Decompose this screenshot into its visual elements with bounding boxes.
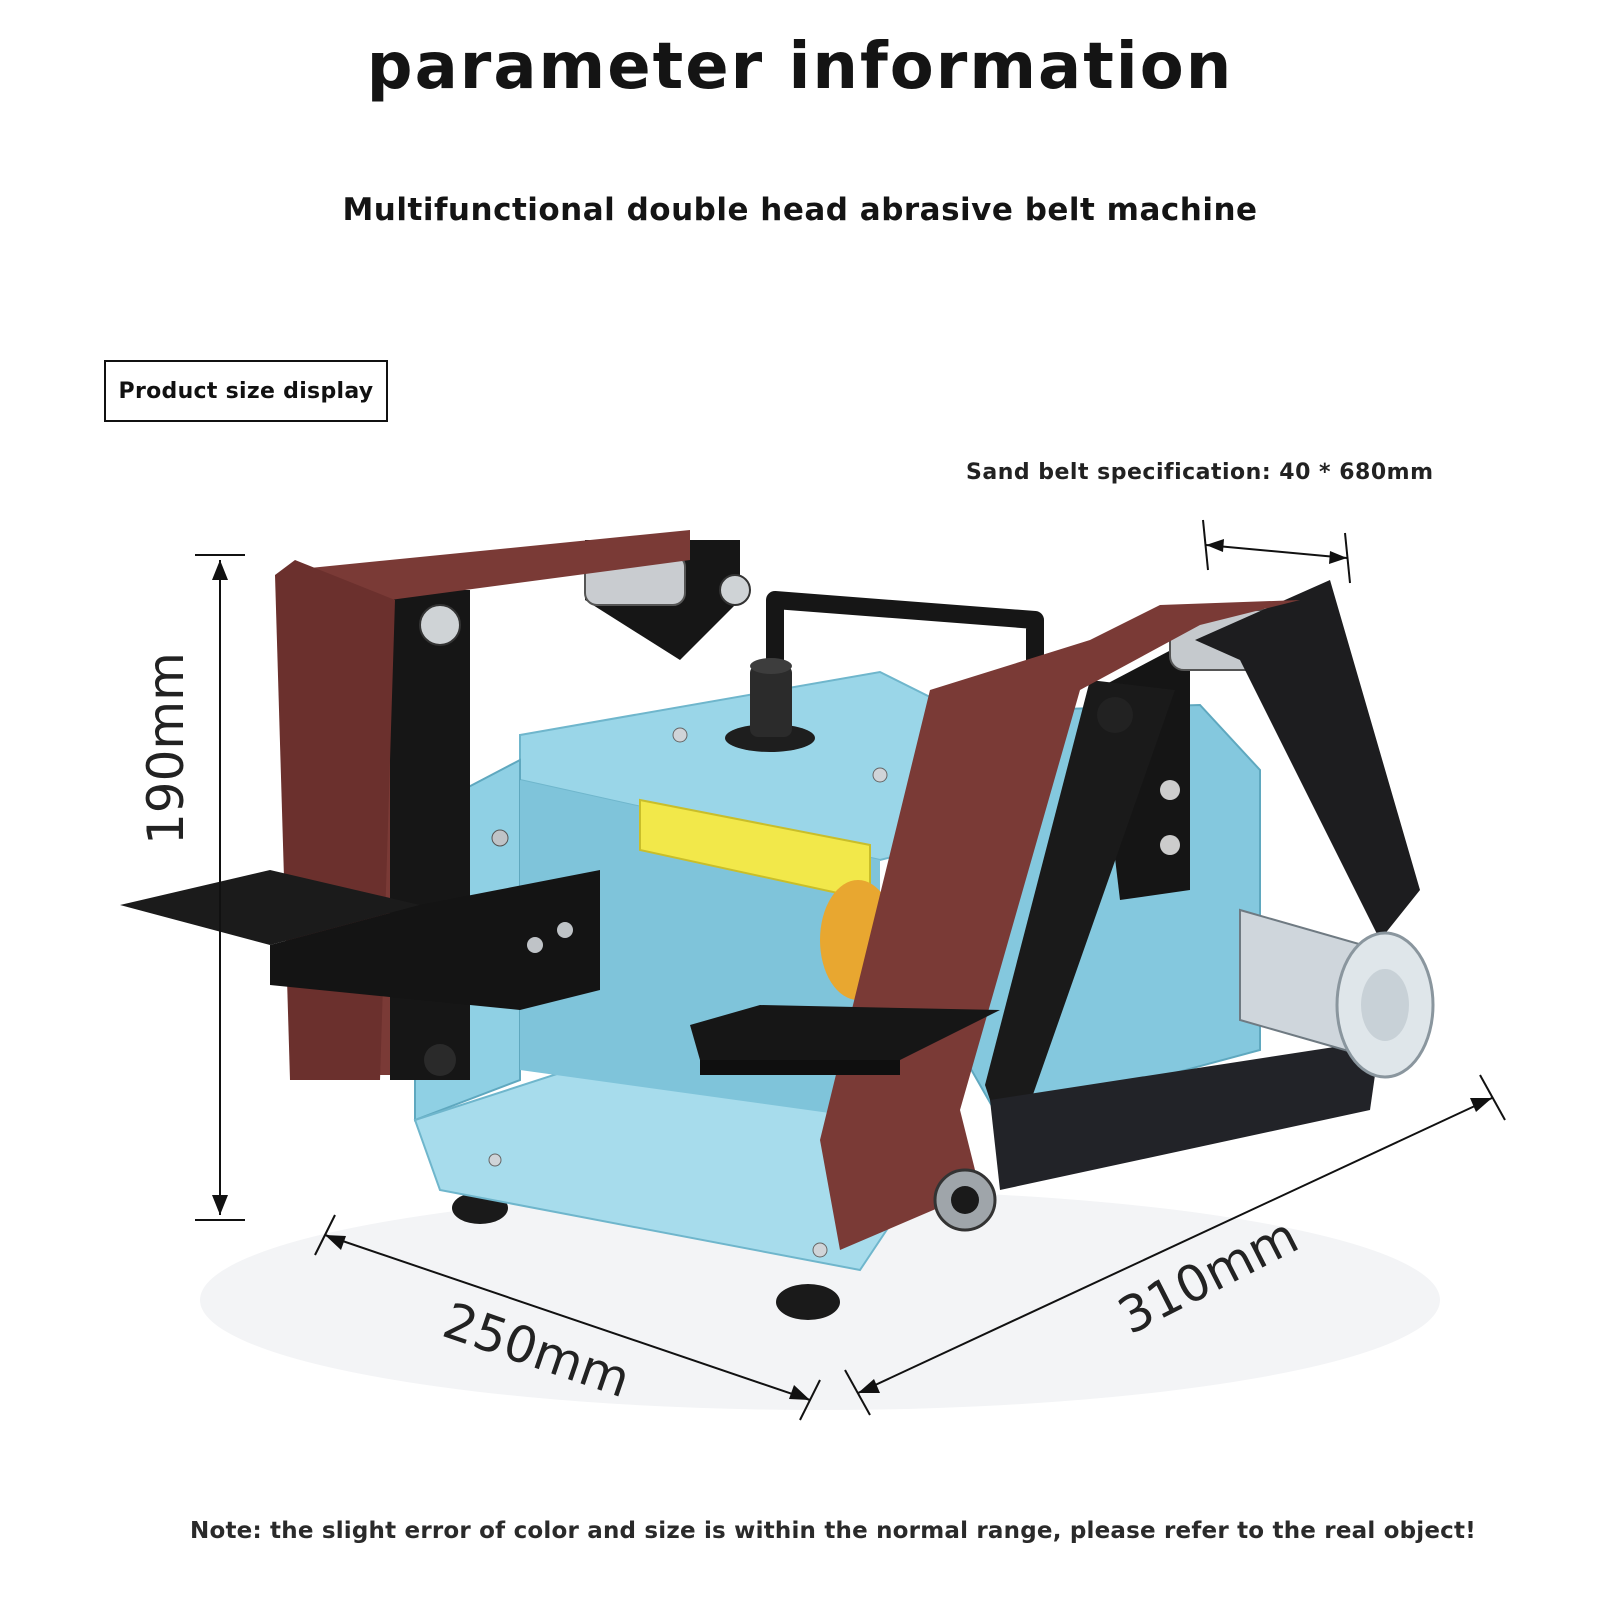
height-dimension-label: 190mm (137, 652, 195, 845)
disclaimer-note: Note: the slight error of color and size… (190, 1518, 1476, 1544)
carry-handle (766, 591, 1044, 700)
left-work-rest (120, 870, 600, 1010)
height-dimension (195, 554, 245, 1221)
speed-knob (725, 658, 815, 752)
drum-roller (1239, 908, 1435, 1079)
product-size-label-box: Product size display (104, 360, 388, 422)
right-work-rest (690, 1005, 1000, 1075)
page-title: parameter information (366, 30, 1234, 104)
product-subtitle: Multifunctional double head abrasive bel… (342, 192, 1258, 228)
product-size-label: Product size display (118, 378, 374, 404)
length-dimension (844, 1074, 1506, 1416)
belt-spec-label: Sand belt specification: 40 * 680mm (966, 460, 1434, 485)
right-sanding-belt (820, 600, 1300, 1250)
right-belt-bottom (990, 1040, 1380, 1190)
depth-dimension (314, 1214, 821, 1421)
belt-width-dimension (1202, 519, 1351, 584)
right-belt-back (1195, 580, 1420, 940)
